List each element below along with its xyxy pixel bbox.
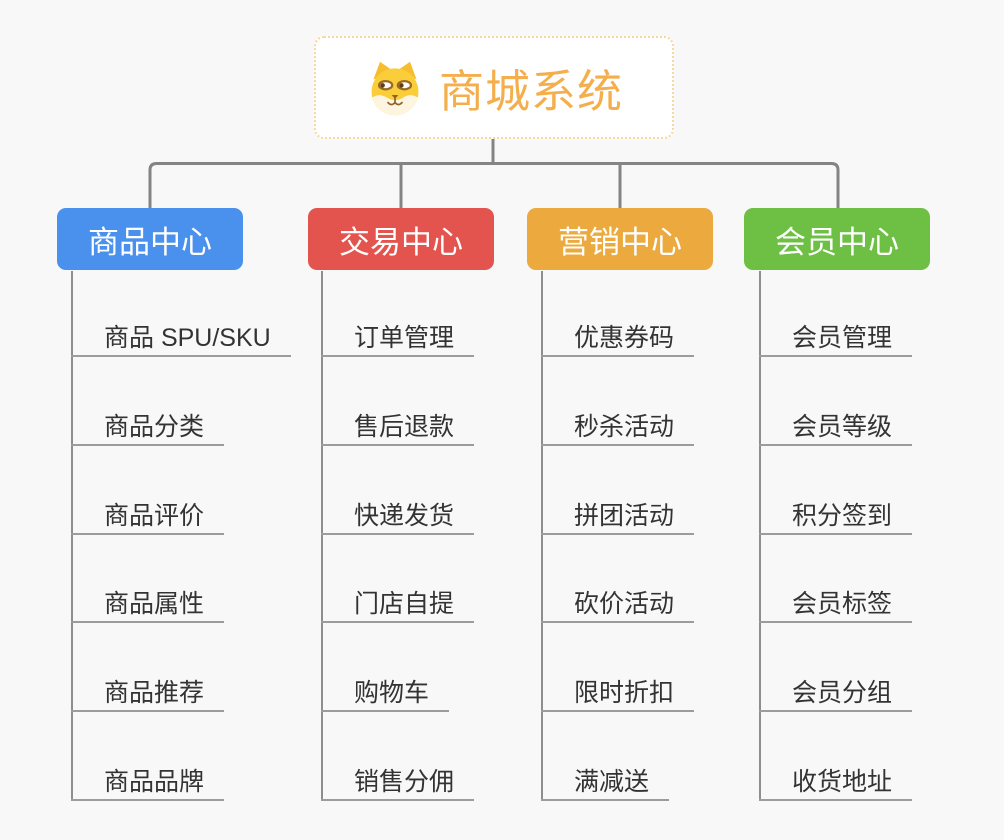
leaf-node[interactable]: 门店自提	[321, 590, 475, 623]
leaf-node[interactable]: 购物车	[321, 679, 450, 712]
leaf-node[interactable]: 会员标签	[759, 590, 913, 623]
branch-label: 商品中心	[88, 224, 212, 260]
doge-icon	[371, 61, 419, 115]
leaf-node[interactable]: 会员管理	[759, 324, 913, 357]
leaf-node[interactable]: 商品属性	[71, 590, 225, 623]
leaf-node[interactable]: 秒杀活动	[541, 413, 695, 446]
branch-label: 交易中心	[339, 224, 463, 260]
leaf-node[interactable]: 会员分组	[759, 679, 913, 712]
leaf-node[interactable]: 满减送	[541, 768, 670, 801]
branch-column-marketing: 优惠券码 秒杀活动 拼团活动 砍价活动 限时折扣 满减送	[541, 271, 792, 803]
column-spine-line	[71, 271, 73, 801]
branch-label: 会员中心	[775, 224, 899, 260]
leaf-node[interactable]: 积分签到	[759, 502, 913, 535]
branch-label: 营销中心	[558, 224, 682, 260]
branch-column-trade: 订单管理 售后退款 快递发货 门店自提 购物车 销售分佣	[321, 271, 572, 803]
leaf-node[interactable]: 拼团活动	[541, 502, 695, 535]
root-node-title: 商城系统	[438, 66, 623, 117]
branch-node-marketing-center[interactable]: 营销中心	[527, 208, 713, 270]
leaf-node[interactable]: 商品评价	[71, 502, 225, 535]
leaf-node[interactable]: 商品 SPU/SKU	[71, 324, 291, 357]
branch-column-member: 会员管理 会员等级 积分签到 会员标签 会员分组 收货地址	[759, 271, 1004, 803]
column-spine-line	[541, 271, 543, 801]
column-spine-line	[759, 271, 761, 801]
branch-node-trade-center[interactable]: 交易中心	[308, 208, 494, 270]
leaf-node[interactable]: 快递发货	[321, 502, 475, 535]
leaf-node[interactable]: 订单管理	[321, 324, 475, 357]
leaf-node[interactable]: 收货地址	[759, 768, 913, 801]
leaf-node[interactable]: 砍价活动	[541, 590, 695, 623]
leaf-node[interactable]: 商品品牌	[71, 768, 225, 801]
leaf-node[interactable]: 售后退款	[321, 413, 475, 446]
branch-node-product-center[interactable]: 商品中心	[57, 208, 243, 270]
branch-node-member-center[interactable]: 会员中心	[744, 208, 930, 270]
leaf-node[interactable]: 会员等级	[759, 413, 913, 446]
leaf-node[interactable]: 商品推荐	[71, 679, 225, 712]
leaf-node[interactable]: 销售分佣	[321, 768, 475, 801]
branch-column-product: 商品 SPU/SKU 商品分类 商品评价 商品属性 商品推荐 商品品牌	[71, 271, 322, 803]
root-node-mall-system[interactable]: 商城系统	[314, 36, 674, 139]
column-spine-line	[321, 271, 323, 801]
leaf-node[interactable]: 限时折扣	[541, 679, 695, 712]
leaf-node[interactable]: 商品分类	[71, 413, 225, 446]
leaf-node[interactable]: 优惠券码	[541, 324, 695, 357]
